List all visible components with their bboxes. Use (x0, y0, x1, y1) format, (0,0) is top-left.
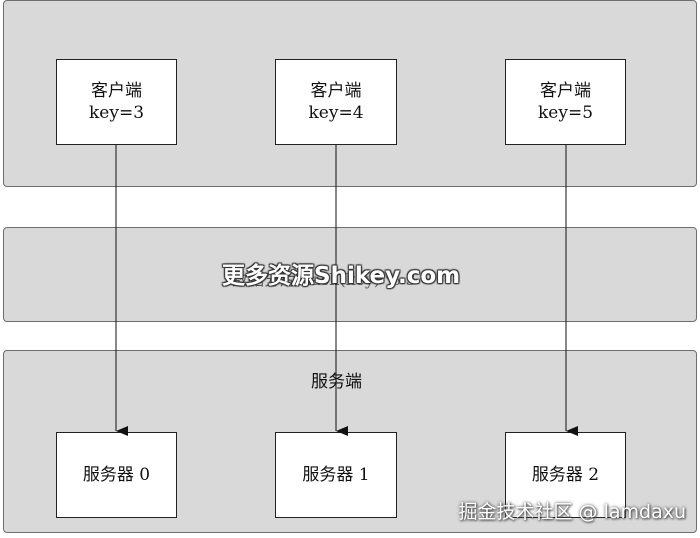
credit-text: 掘金技术社区 @ lamdaxu (458, 501, 687, 523)
server-box-2: 服务器 2 (505, 432, 626, 518)
watermark-text: 更多资源Shikey.com (222, 263, 461, 289)
server-label: 服务器 2 (531, 465, 600, 485)
client-box-2: 客户端 key=5 (505, 59, 626, 145)
client-box-1: 客户端 key=4 (275, 59, 397, 145)
server-box-0: 服务器 0 (56, 432, 177, 518)
sharding-panel (3, 227, 697, 322)
sharding-label: 数据分片 hash(key) % 3 (232, 270, 416, 289)
client-title: 客户端 (310, 81, 362, 101)
client-box-0: 客户端 key=3 (56, 59, 177, 145)
client-key: key=3 (88, 103, 145, 123)
server-box-1: 服务器 1 (275, 432, 397, 518)
client-key: key=5 (537, 103, 594, 123)
server-label: 服务器 0 (82, 465, 151, 485)
server-label: 服务器 1 (302, 465, 370, 485)
client-title: 客户端 (91, 81, 142, 101)
client-title: 客户端 (540, 81, 591, 101)
client-key: key=4 (308, 103, 364, 123)
